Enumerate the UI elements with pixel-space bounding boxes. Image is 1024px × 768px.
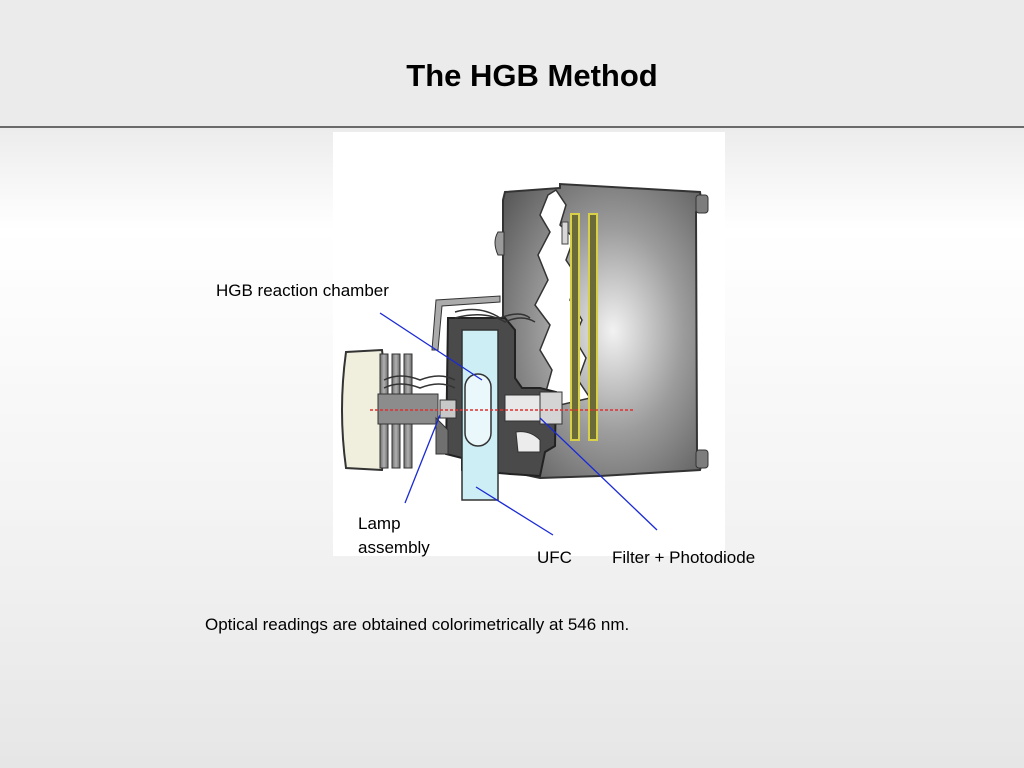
ufc-cuvette bbox=[461, 329, 499, 501]
slide-title: The HGB Method bbox=[406, 58, 658, 93]
label-hgb-reaction-chamber: HGB reaction chamber bbox=[216, 281, 389, 300]
slide-caption: Optical readings are obtained colorimetr… bbox=[205, 615, 630, 634]
pointer-lines bbox=[379, 312, 658, 536]
lamp-assembly bbox=[341, 348, 457, 472]
filter-plates bbox=[561, 213, 598, 441]
label-lamp-assembly: Lamp assembly bbox=[358, 514, 430, 557]
label-ufc: UFC bbox=[537, 548, 572, 567]
slide-header: The HGB Method bbox=[0, 0, 1024, 128]
label-filter-photodiode: Filter + Photodiode bbox=[612, 548, 756, 567]
